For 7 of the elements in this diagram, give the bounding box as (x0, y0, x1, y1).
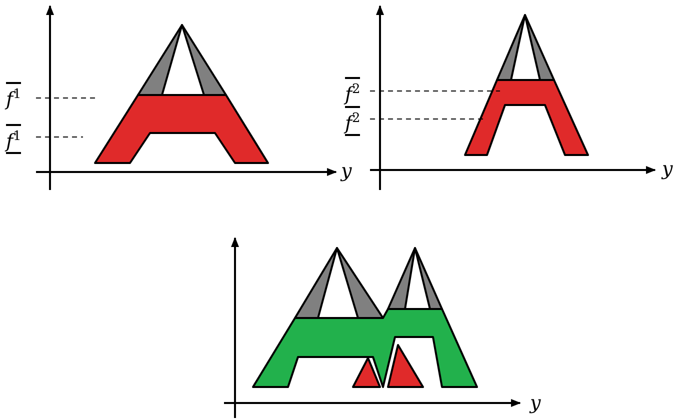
level-label: f$^{2}$ (345, 106, 360, 136)
axis-label: y (341, 160, 352, 182)
level-label: f$^{2}$ (345, 77, 360, 106)
axis-label: y (662, 158, 673, 180)
level-label: f$^{1}$ (6, 124, 22, 154)
level-label: f$^{1}$ (6, 82, 22, 110)
axis-label: y (530, 392, 541, 414)
